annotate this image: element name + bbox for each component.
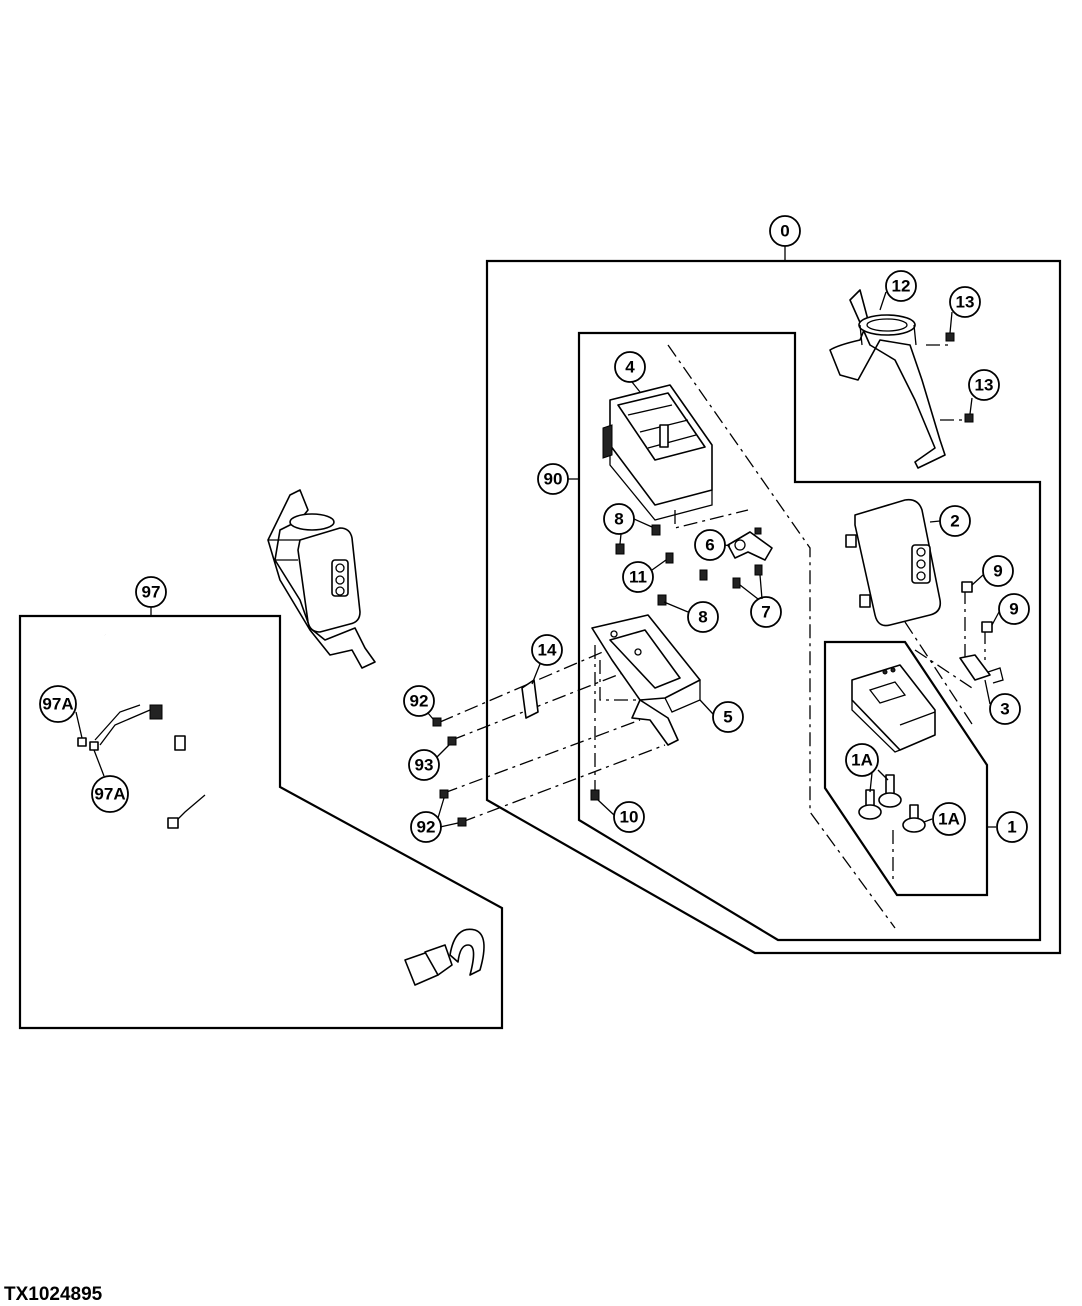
callout-11: 11 <box>622 561 654 593</box>
callout-6: 6 <box>694 529 726 561</box>
callout-2: 2 <box>939 505 971 537</box>
svg-text:13: 13 <box>956 293 975 312</box>
svg-text:92: 92 <box>410 692 429 711</box>
callout-93: 93 <box>408 749 440 781</box>
callout-3: 3 <box>989 693 1021 725</box>
callouts: 0 12 13 13 4 90 8 6 2 9 11 8 7 9 97 14 3… <box>39 215 1030 843</box>
svg-text:9: 9 <box>993 562 1002 581</box>
part-6-bracket <box>665 527 773 589</box>
callout-97: 97 <box>135 576 167 608</box>
svg-text:1A: 1A <box>938 810 960 829</box>
svg-text:97: 97 <box>142 583 161 602</box>
callout-1A: 1A <box>845 743 879 777</box>
callout-90: 90 <box>537 463 569 495</box>
callout-5: 5 <box>712 701 744 733</box>
svg-text:8: 8 <box>614 510 623 529</box>
parts <box>77 289 1004 986</box>
callout-7: 7 <box>750 596 782 628</box>
outline-group-0 <box>485 259 1062 955</box>
part-13-screws <box>945 332 974 423</box>
callout-8: 8 <box>687 601 719 633</box>
svg-text:11: 11 <box>629 568 647 587</box>
callout-8: 8 <box>603 503 635 535</box>
part-5-bracket <box>591 614 701 746</box>
group-outlines <box>18 245 1062 1030</box>
outline-group-90 <box>577 331 1042 942</box>
leader-lines <box>75 291 1000 828</box>
assembly-lines <box>439 344 986 929</box>
part-1-controller <box>851 664 936 753</box>
part-1A-knobs <box>858 774 926 833</box>
figure-id: TX1024895 <box>4 1284 103 1305</box>
svg-text:3: 3 <box>1000 700 1009 719</box>
callout-12: 12 <box>885 270 917 302</box>
callout-1: 1 <box>996 811 1028 843</box>
part-97-harness <box>77 634 485 986</box>
callout-4: 4 <box>614 351 646 383</box>
svg-text:2: 2 <box>950 512 959 531</box>
svg-text:90: 90 <box>544 470 563 489</box>
callout-14: 14 <box>531 634 563 666</box>
callout-13: 13 <box>949 286 981 318</box>
svg-text:7: 7 <box>761 603 770 622</box>
svg-text:1A: 1A <box>851 751 873 770</box>
callout-13: 13 <box>968 369 1000 401</box>
outline-group-1 <box>823 640 989 897</box>
callout-1A: 1A <box>932 802 966 836</box>
callout-97A: 97A <box>91 775 129 813</box>
part-4-housing <box>602 384 713 521</box>
callout-9: 9 <box>982 555 1014 587</box>
part-9-screws <box>961 581 993 633</box>
svg-text:92: 92 <box>417 818 436 837</box>
svg-text:97A: 97A <box>42 695 73 714</box>
part-3-bracket <box>959 654 1004 684</box>
svg-text:0: 0 <box>780 222 789 241</box>
part-2-cover <box>845 498 942 627</box>
svg-text:14: 14 <box>538 641 557 660</box>
callout-92: 92 <box>403 685 435 717</box>
callout-9: 9 <box>998 593 1030 625</box>
svg-text:13: 13 <box>975 376 994 395</box>
part-14-clip <box>521 679 539 719</box>
callout-10: 10 <box>613 801 645 833</box>
svg-text:97A: 97A <box>94 785 125 804</box>
part-12-boot <box>829 289 946 469</box>
svg-text:12: 12 <box>892 277 911 296</box>
svg-text:4: 4 <box>625 358 635 377</box>
svg-text:9: 9 <box>1009 600 1018 619</box>
svg-text:5: 5 <box>723 708 732 727</box>
svg-text:1: 1 <box>1007 818 1016 837</box>
assembled-unit <box>267 489 376 669</box>
part-fasteners <box>432 717 600 827</box>
callout-92: 92 <box>410 811 442 843</box>
callout-97A: 97A <box>39 685 77 723</box>
svg-text:6: 6 <box>705 536 714 555</box>
outline-group-97 <box>18 614 504 1030</box>
svg-text:93: 93 <box>415 756 434 775</box>
callout-0: 0 <box>769 215 801 247</box>
svg-text:10: 10 <box>620 808 639 827</box>
svg-text:8: 8 <box>698 608 707 627</box>
